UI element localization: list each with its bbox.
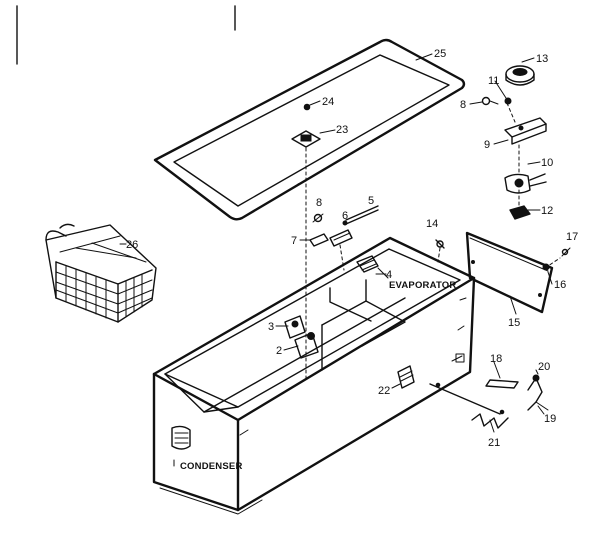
condenser-label: CONDENSER [180, 461, 243, 472]
label-2: 2 [276, 345, 282, 357]
hinge-part-5 [345, 205, 379, 225]
part-number-labels: 25 13 11 8 9 10 12 24 23 26 8 5 6 7 14 1… [126, 48, 578, 449]
block-12 [509, 205, 531, 220]
hinge-part-6 [329, 220, 353, 247]
label-18: 18 [490, 353, 502, 365]
screw-14 [435, 239, 445, 249]
assembly-lines [305, 102, 561, 381]
rod-21 [429, 382, 509, 429]
label-4: 4 [386, 269, 392, 281]
lid-latch-23 [291, 129, 336, 148]
label-23: 23 [336, 124, 348, 136]
washer-8 [481, 96, 499, 106]
hinge-part-7 [309, 233, 329, 247]
component-labels: EVAPORATOR CONDENSER [173, 280, 456, 472]
label-13: 13 [536, 53, 548, 65]
wire-basket-26 [45, 223, 157, 323]
screw-20 [532, 374, 540, 382]
label-6: 6 [342, 210, 348, 222]
freezer-cabinet [152, 236, 476, 515]
screw-16 [542, 263, 550, 271]
corner-marks [16, 5, 236, 65]
lid-screw-24 [303, 100, 321, 111]
wall-part-3 [284, 315, 306, 339]
latch-19 [527, 377, 549, 411]
evaporator-part-4 [356, 255, 389, 279]
label-8-thermostat: 8 [460, 99, 466, 111]
label-25: 25 [434, 48, 446, 60]
label-14: 14 [426, 218, 438, 230]
thermostat-bracket [504, 117, 547, 145]
evaporator-label: EVAPORATOR [389, 280, 456, 291]
label-5: 5 [368, 195, 374, 207]
condenser-grille [171, 425, 191, 450]
leader-lines [119, 53, 553, 433]
label-16: 16 [554, 279, 566, 291]
thermostat-knob-13 [505, 65, 535, 86]
label-20: 20 [538, 361, 550, 373]
lid-gasket-frame [153, 38, 466, 221]
screw-11 [504, 97, 512, 105]
label-19: 19 [544, 413, 556, 425]
label-17: 17 [566, 231, 578, 243]
label-10: 10 [541, 157, 553, 169]
screw-17 [561, 247, 571, 257]
label-7: 7 [291, 235, 297, 247]
label-21: 21 [488, 437, 500, 449]
label-15: 15 [508, 317, 520, 329]
label-24: 24 [322, 96, 334, 108]
label-11: 11 [488, 75, 499, 87]
label-8-hinge: 8 [316, 197, 322, 209]
front-plate-22 [397, 365, 415, 389]
label-22: 22 [378, 385, 390, 397]
strip-18 [485, 379, 519, 389]
label-3: 3 [268, 321, 274, 333]
thermostat-body-10 [504, 173, 547, 194]
back-panel-15 [465, 231, 554, 314]
label-12: 12 [541, 205, 553, 217]
label-9: 9 [484, 139, 490, 151]
label-26: 26 [126, 239, 138, 251]
screw-8-upper [312, 213, 324, 223]
